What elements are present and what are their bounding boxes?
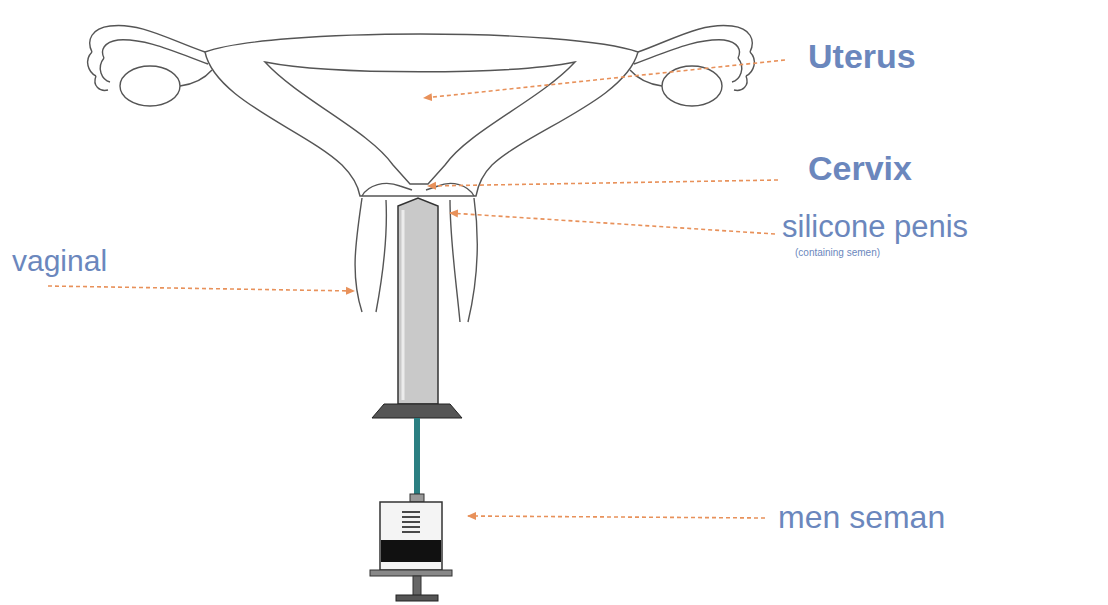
device-label: silicone penis <box>782 210 968 244</box>
organ-label: vaginal <box>12 244 107 277</box>
leader-lines <box>48 60 785 518</box>
device-label: men seman <box>778 500 945 535</box>
note-label: (containing semen) <box>795 247 880 258</box>
organ-label: Uterus <box>808 38 916 75</box>
organ-label: Cervix <box>808 150 912 187</box>
insemination-device <box>370 198 462 601</box>
